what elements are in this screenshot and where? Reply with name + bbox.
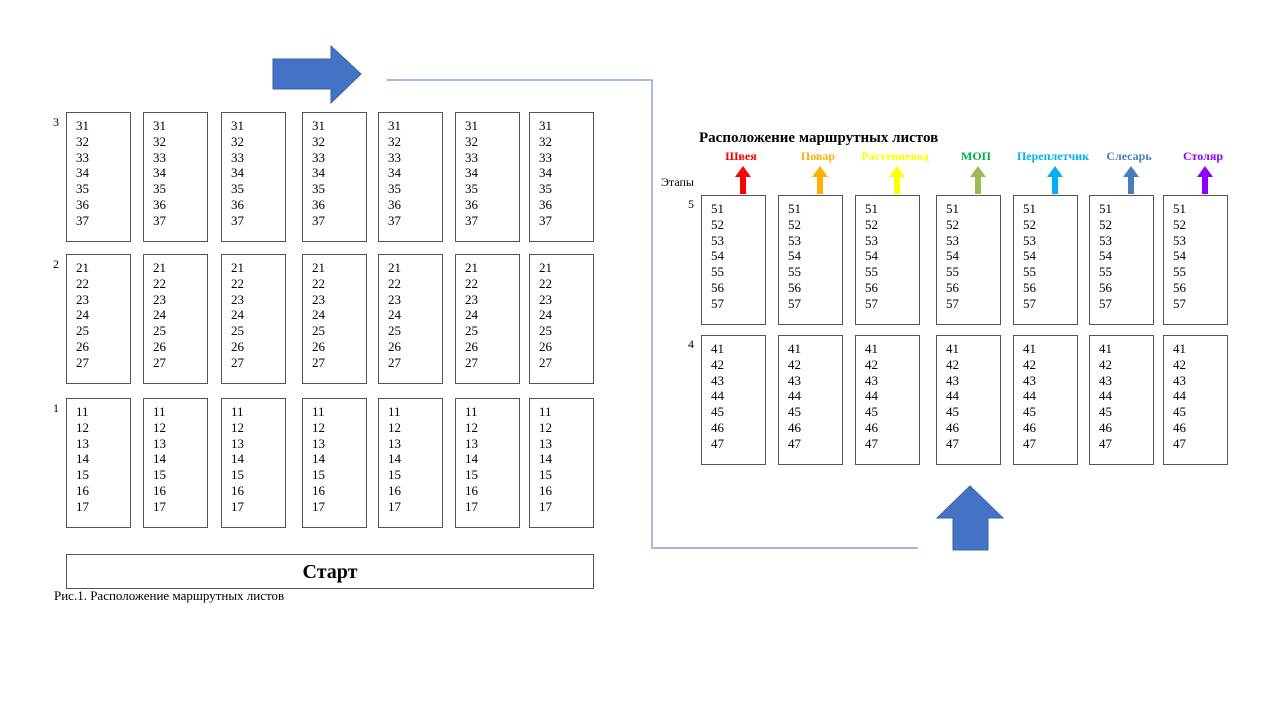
profession-arrow-icon bbox=[735, 166, 751, 194]
stage-label: 4 bbox=[688, 337, 694, 351]
connector-line bbox=[387, 79, 918, 549]
routing-title: Расположение маршрутных листов bbox=[699, 130, 939, 146]
start-box: Старт bbox=[66, 554, 594, 589]
profession-arrow-icon bbox=[812, 166, 828, 194]
figure-caption: Рис.1. Расположение маршрутных листов bbox=[54, 588, 285, 603]
right-arrow-icon bbox=[272, 44, 362, 105]
profession-arrow-icon bbox=[1047, 166, 1063, 194]
profession-label: Столяр bbox=[1183, 149, 1223, 163]
stage-label: 1 bbox=[53, 401, 59, 415]
stage-label: 2 bbox=[53, 257, 59, 271]
profession-label: Растениевод bbox=[861, 149, 929, 163]
profession-label: Переплетчик bbox=[1016, 149, 1090, 163]
up-arrow-icon bbox=[935, 485, 1005, 551]
profession-arrow-icon bbox=[1197, 166, 1213, 194]
profession-arrow-icon bbox=[889, 166, 905, 194]
profession-label: Повар bbox=[800, 149, 836, 163]
stage-label: 3 bbox=[53, 115, 59, 129]
stage-label: 5 bbox=[688, 197, 694, 211]
profession-arrow-icon bbox=[1123, 166, 1139, 194]
profession-label: Швея bbox=[725, 149, 757, 163]
stages-label: Этапы bbox=[661, 175, 694, 189]
profession-label: МОП bbox=[961, 149, 991, 163]
profession-label: Слесарь bbox=[1106, 149, 1152, 163]
profession-arrow-icon bbox=[970, 166, 986, 194]
